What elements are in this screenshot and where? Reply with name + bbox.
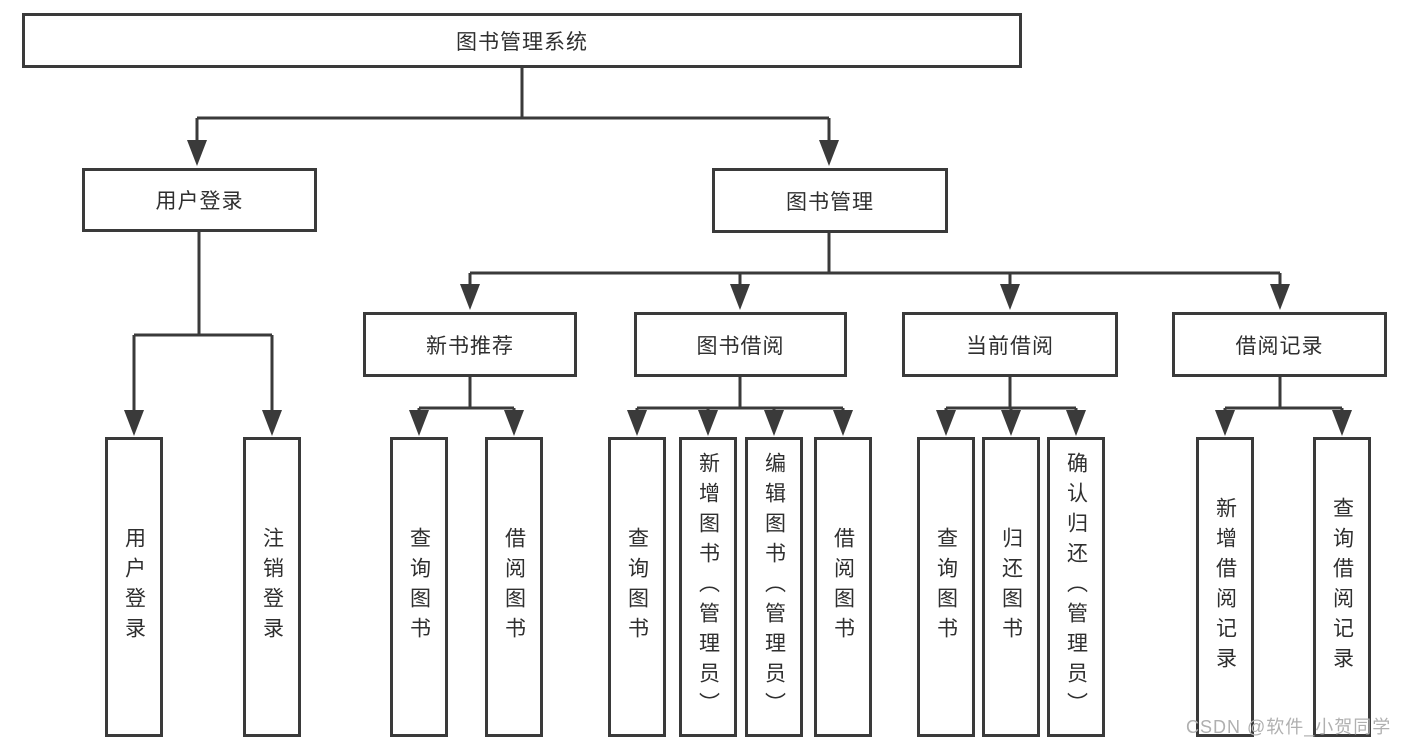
leaf-user-login: 用户登录 [105, 437, 163, 737]
node-borrow-records: 借阅记录 [1172, 312, 1387, 377]
leaf-current-return-books: 归还图书 [982, 437, 1040, 737]
leaf-borrowing-add-books-admin: 新增图书（管理员） [679, 437, 737, 737]
node-user-login-label: 用户登录 [155, 190, 244, 213]
node-current-borrowing-label: 当前借阅 [966, 334, 1054, 358]
connector-user-login-to-leaves [132, 232, 274, 415]
node-new-book-recommend: 新书推荐 [363, 312, 577, 377]
leaf-records-add-record: 新增借阅记录 [1196, 437, 1254, 737]
node-current-borrowing: 当前借阅 [902, 312, 1118, 377]
node-root-label: 图书管理系统 [456, 30, 588, 54]
leaf-records-query-record-label: 查询借阅记录 [1330, 497, 1354, 677]
node-book-borrowing-label: 图书借阅 [696, 334, 785, 358]
node-book-borrowing: 图书借阅 [634, 312, 847, 377]
connector-new-book-to-leaves [417, 377, 516, 416]
leaf-borrowing-edit-books-admin: 编辑图书（管理员） [745, 437, 803, 737]
watermark: CSDN @软件_小贺同学 [1186, 717, 1392, 737]
leaf-current-query-books: 查询图书 [917, 437, 975, 737]
connector-book-borrowing-to-leaves [635, 377, 845, 416]
leaf-newbook-borrow-books: 借阅图书 [485, 437, 543, 737]
leaf-borrowing-add-books-admin-label: 新增图书（管理员） [696, 452, 720, 722]
leaf-borrowing-borrow-books-label: 借阅图书 [831, 527, 855, 647]
connector-book-mgmt-to-level3 [468, 233, 1282, 290]
arrowheads [124, 140, 1352, 436]
node-root: 图书管理系统 [22, 13, 1022, 68]
node-user-login: 用户登录 [82, 168, 317, 232]
leaf-newbook-query-books: 查询图书 [390, 437, 448, 737]
leaf-borrowing-borrow-books: 借阅图书 [814, 437, 872, 737]
leaf-borrowing-query-books-label: 查询图书 [625, 527, 649, 647]
leaf-records-query-record: 查询借阅记录 [1313, 437, 1371, 737]
node-borrow-records-label: 借阅记录 [1235, 334, 1324, 358]
leaf-user-login-label: 用户登录 [122, 527, 146, 647]
leaf-records-add-record-label: 新增借阅记录 [1213, 497, 1237, 677]
connector-borrow-records-to-leaves [1223, 377, 1344, 416]
leaf-logout-label: 注销登录 [260, 527, 284, 647]
leaf-logout: 注销登录 [243, 437, 301, 737]
leaf-current-confirm-return-admin: 确认归还（管理员） [1047, 437, 1105, 737]
leaf-borrowing-query-books: 查询图书 [608, 437, 666, 737]
leaf-current-query-books-label: 查询图书 [934, 527, 958, 647]
leaf-borrowing-edit-books-admin-label: 编辑图书（管理员） [762, 452, 786, 722]
leaf-current-confirm-return-admin-label: 确认归还（管理员） [1064, 452, 1088, 722]
leaf-current-return-books-label: 归还图书 [999, 527, 1023, 647]
node-new-book-recommend-label: 新书推荐 [426, 334, 514, 358]
node-book-management: 图书管理 [712, 168, 948, 233]
leaf-newbook-borrow-books-label: 借阅图书 [502, 527, 526, 647]
leaf-newbook-query-books-label: 查询图书 [407, 527, 431, 647]
node-book-management-label: 图书管理 [786, 190, 874, 214]
connector-root-to-level2 [195, 67, 831, 145]
